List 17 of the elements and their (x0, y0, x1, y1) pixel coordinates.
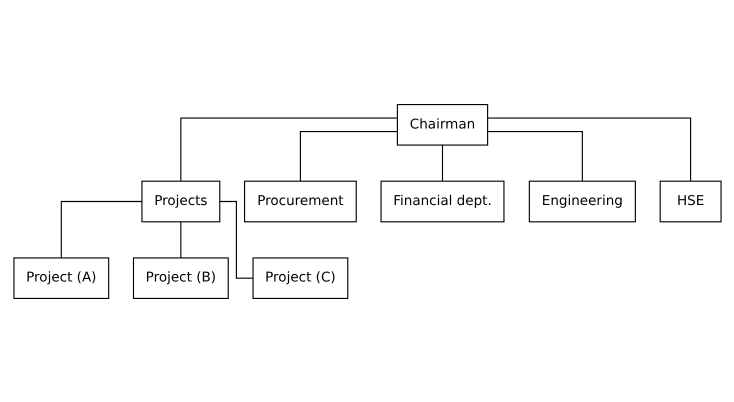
connector (180, 222, 181, 258)
node-box: Financial dept. (380, 180, 504, 222)
node-box: Procurement (244, 180, 356, 222)
connector (299, 130, 397, 180)
connector (487, 116, 691, 180)
node-box: Chairman (396, 103, 488, 146)
connector (441, 144, 443, 180)
connector (220, 200, 252, 278)
node-box: Projects (140, 180, 220, 222)
node-box: Project (C) (252, 256, 348, 299)
connector (487, 130, 582, 180)
node-box: HSE (659, 180, 722, 222)
node-box: Project (B) (132, 256, 228, 299)
node-box: Project (A) (12, 256, 109, 299)
connector (180, 116, 397, 180)
connector (60, 200, 142, 258)
node-box: Engineering (528, 180, 636, 222)
